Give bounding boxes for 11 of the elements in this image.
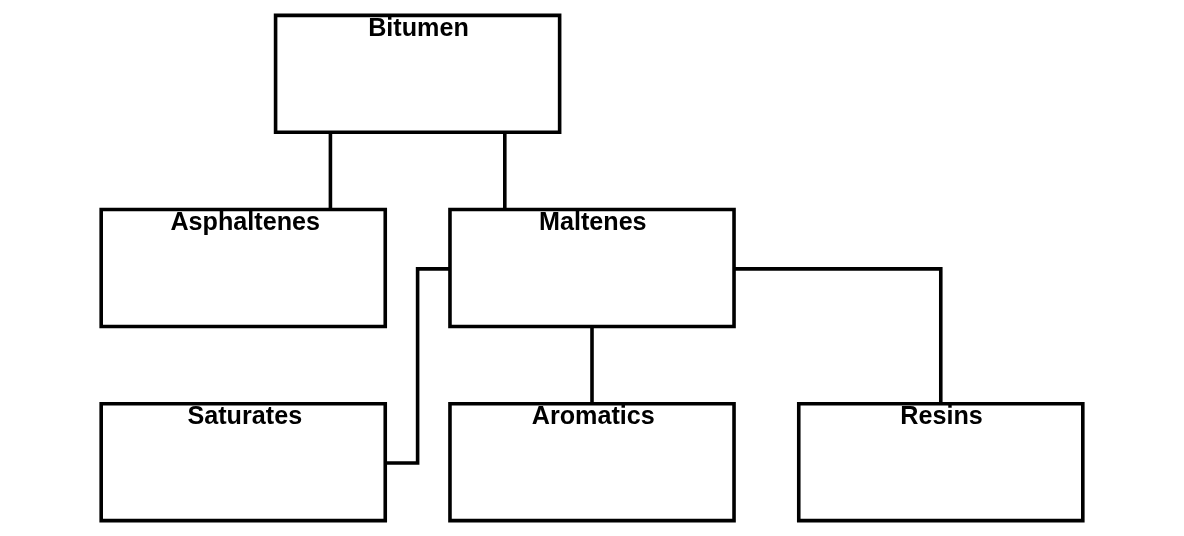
- node-box: Maltenes: [448, 207, 736, 329]
- node-box: Asphaltenes: [99, 207, 388, 329]
- connector: [328, 132, 333, 210]
- node-box: Bitumen: [273, 13, 562, 135]
- node-box: Saturates: [99, 401, 388, 523]
- connector: [503, 132, 507, 210]
- connector: [734, 267, 943, 404]
- connector: [590, 326, 594, 404]
- node-box: Aromatics: [448, 401, 736, 523]
- node-box: Resins: [796, 401, 1085, 523]
- connector: [385, 267, 450, 465]
